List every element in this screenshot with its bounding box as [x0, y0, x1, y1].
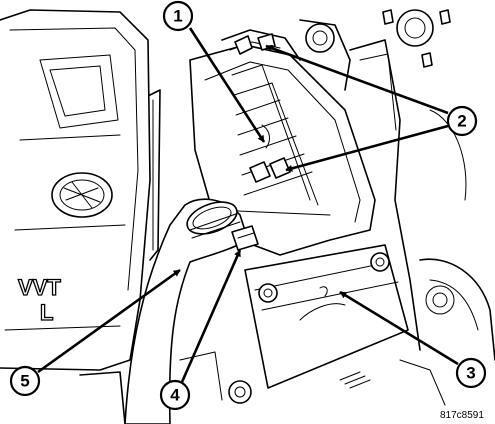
engine-cover-vvt-text: VVT: [18, 275, 61, 300]
right-side-structures: [299, 9, 495, 361]
hose-clamp: [231, 225, 259, 251]
housing-clamps: [234, 33, 291, 183]
svg-text:5: 5: [20, 372, 29, 391]
leader-5: [37, 268, 181, 374]
callout-2: 2: [446, 105, 478, 137]
engine-cover: VVT L: [0, 9, 151, 371]
leader-2a: [265, 44, 449, 115]
leader-1: [188, 27, 266, 143]
intake-hose: [124, 198, 249, 424]
svg-text:4: 4: [170, 386, 180, 405]
leader-3: [339, 290, 459, 366]
leader-lines: [37, 27, 459, 383]
dipstick-tube: [149, 89, 161, 261]
figure-code: 817c8591: [440, 410, 484, 421]
svg-text:2: 2: [457, 112, 466, 131]
callout-3: 3: [455, 357, 487, 389]
engine-cover-l-text: L: [40, 300, 53, 325]
callout-4: 4: [159, 379, 191, 411]
leader-2b: [285, 124, 449, 172]
svg-text:3: 3: [466, 364, 475, 383]
svg-text:1: 1: [173, 7, 182, 26]
lower-structures: [79, 351, 446, 424]
callout-5: 5: [9, 365, 41, 397]
battery: [244, 244, 409, 389]
leader-4: [180, 249, 242, 383]
callout-1: 1: [162, 0, 194, 32]
